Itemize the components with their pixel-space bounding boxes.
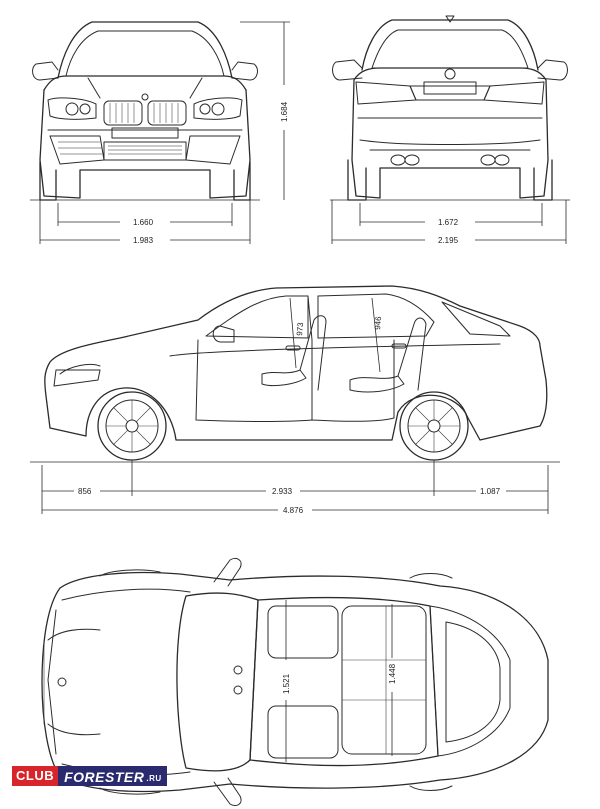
top-view: 1.521 1.448 — [41, 557, 549, 807]
front-view — [32, 21, 258, 201]
brand-label: FORESTER .RU — [58, 766, 167, 786]
front-track-label: 1.660 — [133, 218, 154, 227]
clubforester-watermark: CLUB FORESTER .RU — [12, 766, 167, 786]
club-label: CLUB — [12, 766, 59, 786]
brand-name: FORESTER — [64, 768, 145, 785]
rear-view — [332, 15, 568, 201]
length-label: 4.876 — [283, 506, 304, 515]
side-dimensions: 856 2.933 1.087 4.876 — [30, 460, 560, 515]
front-overhang-label: 856 — [78, 487, 92, 496]
wheelbase-label: 2.933 — [272, 487, 293, 496]
rear-width-label: 2.195 — [438, 236, 459, 245]
height-label: 1.684 — [280, 101, 289, 122]
rear-track-label: 1.672 — [438, 218, 459, 227]
front-width-label: 1.983 — [133, 236, 154, 245]
rear-shoulder-label: 1.448 — [388, 663, 397, 684]
front-headroom-label: 973 — [295, 322, 305, 337]
brand-tld: .RU — [146, 773, 162, 783]
rear-headroom-label: 946 — [373, 316, 383, 331]
rear-dimensions: 1.672 2.195 — [330, 199, 570, 245]
rear-overhang-label: 1.087 — [480, 487, 501, 496]
front-shoulder-label: 1.521 — [282, 673, 291, 694]
front-dimensions: 1.660 1.983 1.684 — [30, 21, 290, 245]
side-view: 973 946 — [44, 285, 548, 461]
